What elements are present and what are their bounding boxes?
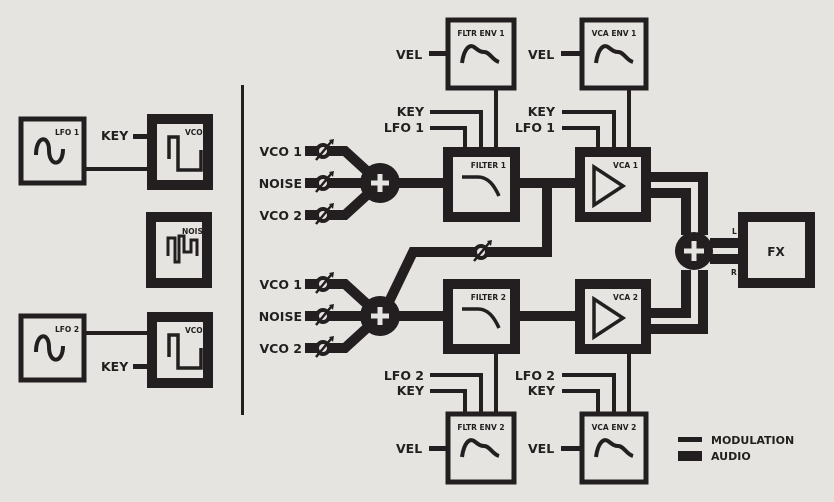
vca1-module: VCA 1	[575, 147, 651, 222]
fltr-env1-module: VEL FLTR ENV 1	[396, 17, 517, 91]
fx-right-label: R	[731, 268, 737, 277]
noise-module: NOISE	[146, 212, 212, 288]
filter1-label: FILTER 1	[471, 161, 506, 170]
filter2-module: FILTER 2	[443, 279, 520, 354]
lfo1-module: LFO 1	[18, 116, 87, 186]
vco2-label: VCO 2	[185, 326, 211, 335]
fx-left-label: L	[732, 227, 737, 236]
mixer1-input-vco1-label: VCO 1	[259, 144, 302, 159]
vca2-label: VCA 2	[613, 293, 638, 302]
mixer2: VCO 1 NOISE VCO 2	[259, 186, 552, 358]
arrow-icon	[329, 171, 334, 177]
mixer1-input-noise-label: NOISE	[259, 176, 302, 191]
plus-icon	[684, 241, 704, 261]
vco1-label: VCO 1	[185, 128, 211, 137]
lfo2-to-vco2-modulation	[86, 331, 152, 335]
plus-icon	[371, 174, 389, 192]
mixer2-input-noise-label: NOISE	[259, 309, 302, 324]
fltr-env2-vel-label: VEL	[396, 441, 422, 456]
sine-wave-icon	[34, 137, 65, 165]
lfo2-module: LFO 2	[18, 313, 87, 383]
mixer2-input-vco1-label: VCO 1	[259, 277, 302, 292]
fx-module: FX	[738, 212, 815, 288]
arrow-icon	[329, 304, 334, 310]
fltr-env1-label: FLTR ENV 1	[457, 29, 504, 38]
lfo1-label: LFO 1	[55, 128, 79, 137]
section-divider	[241, 85, 244, 415]
arrow-icon	[329, 139, 334, 145]
fx-label: FX	[767, 245, 785, 259]
filter1-module: FILTER 1	[443, 147, 520, 222]
filter1-lfo1-label: LFO 1	[384, 120, 424, 135]
envelope-icon	[460, 44, 500, 64]
vca1-lfo1-label: LFO 1	[515, 120, 555, 135]
mixer1-input-vco2-label: VCO 2	[259, 208, 302, 223]
vca2-lfo2-label: LFO 2	[515, 368, 555, 383]
legend-modulation-label: MODULATION	[711, 434, 794, 447]
plus-icon	[371, 307, 389, 325]
mixer1-knob-vco1[interactable]	[315, 139, 334, 161]
vca-env2-label: VCA ENV 2	[592, 423, 637, 432]
vca2-key-label: KEY	[528, 383, 556, 398]
filter1-key-label: KEY	[397, 104, 425, 119]
feed-knob[interactable]	[473, 240, 492, 262]
noise-label: NOISE	[182, 227, 208, 236]
vco1-key-label: KEY	[101, 128, 129, 143]
square-wave-icon	[167, 333, 203, 370]
legend-modulation-swatch	[678, 437, 702, 442]
arrow-icon	[487, 240, 492, 246]
amplifier-icon	[592, 295, 627, 341]
envelope-icon	[460, 438, 500, 458]
sine-wave-icon	[34, 334, 65, 362]
amplifier-icon	[592, 163, 627, 209]
noise-wave-icon	[166, 234, 199, 264]
fltr-env1-vel-label: VEL	[396, 47, 422, 62]
arrow-icon	[329, 336, 334, 342]
vca-env1-vel-label: VEL	[528, 47, 554, 62]
vca-env1-label: VCA ENV 1	[592, 29, 637, 38]
mixer1-knob-vco2[interactable]	[315, 203, 334, 225]
lowpass-icon	[462, 175, 501, 197]
fltr-env2-label: FLTR ENV 2	[457, 423, 504, 432]
vco2-key-label: KEY	[101, 359, 129, 374]
legend-audio-label: AUDIO	[711, 450, 751, 463]
lfo2-label: LFO 2	[55, 325, 79, 334]
vca1-label: VCA 1	[613, 161, 638, 170]
mixer1-knob-noise[interactable]	[315, 171, 334, 193]
filter2-lfo2-label: LFO 2	[384, 368, 424, 383]
vco2-module: VCO 2	[147, 312, 213, 388]
fltr-env2-module: VEL FLTR ENV 2	[396, 411, 517, 485]
lfo1-to-vco1-modulation	[86, 167, 152, 171]
mixer1: VCO 1 NOISE VCO 2	[259, 139, 400, 225]
legend: MODULATION AUDIO	[678, 434, 794, 463]
vca-env2-vel-label: VEL	[528, 441, 554, 456]
legend-audio-swatch	[678, 451, 702, 461]
envelope-icon	[594, 438, 634, 458]
mixer2-knob-vco2[interactable]	[315, 336, 334, 358]
vca1-key-label: KEY	[528, 104, 556, 119]
vca-env1-module: VEL VCA ENV 1	[528, 17, 649, 91]
arrow-icon	[329, 272, 334, 278]
envelope-icon	[594, 44, 634, 64]
filter2-label: FILTER 2	[471, 293, 506, 302]
mixer2-input-vco2-label: VCO 2	[259, 341, 302, 356]
mixer2-knob-noise[interactable]	[315, 304, 334, 326]
vco1-module: VCO 1	[147, 114, 213, 190]
vca-env2-module: VEL VCA ENV 2	[528, 411, 649, 485]
lowpass-icon	[462, 307, 501, 329]
vca2-module: VCA 2	[575, 279, 651, 354]
arrow-icon	[329, 203, 334, 209]
square-wave-icon	[167, 135, 203, 172]
filter2-key-label: KEY	[397, 383, 425, 398]
mixer2-knob-vco1[interactable]	[315, 272, 334, 294]
